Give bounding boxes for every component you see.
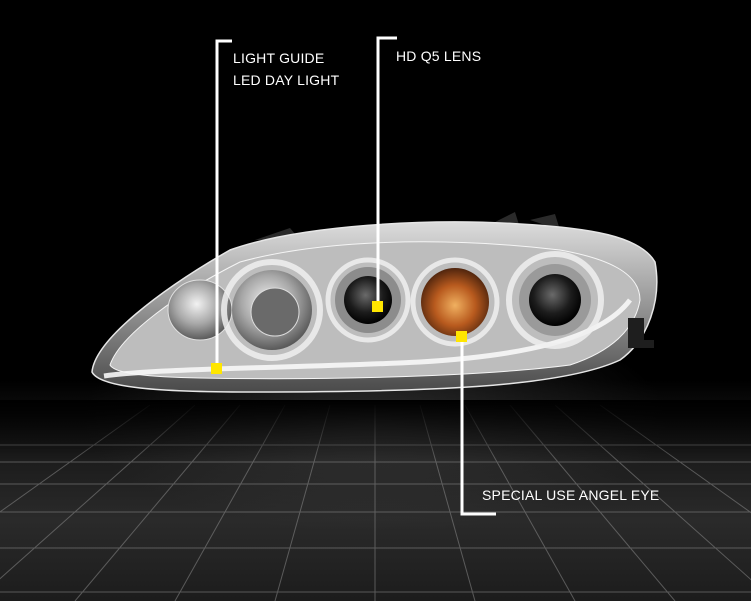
hd-lens-marker [372, 301, 383, 312]
light-guide-callout-line [215, 39, 232, 368]
angel-eye-marker [456, 331, 467, 342]
light-guide-label: LIGHT GUIDE [233, 50, 325, 66]
led-day-light-label: LED DAY LIGHT [233, 72, 340, 88]
hd-lens-callout-line [376, 36, 397, 306]
headlight-image [91, 212, 658, 393]
angel-eye-callout-line [460, 336, 496, 516]
light-guide-marker [211, 363, 222, 374]
angel-eye-label: SPECIAL USE ANGEL EYE [482, 487, 660, 503]
hd-lens-label: HD Q5 LENS [396, 48, 482, 64]
callout-lines [215, 36, 496, 516]
